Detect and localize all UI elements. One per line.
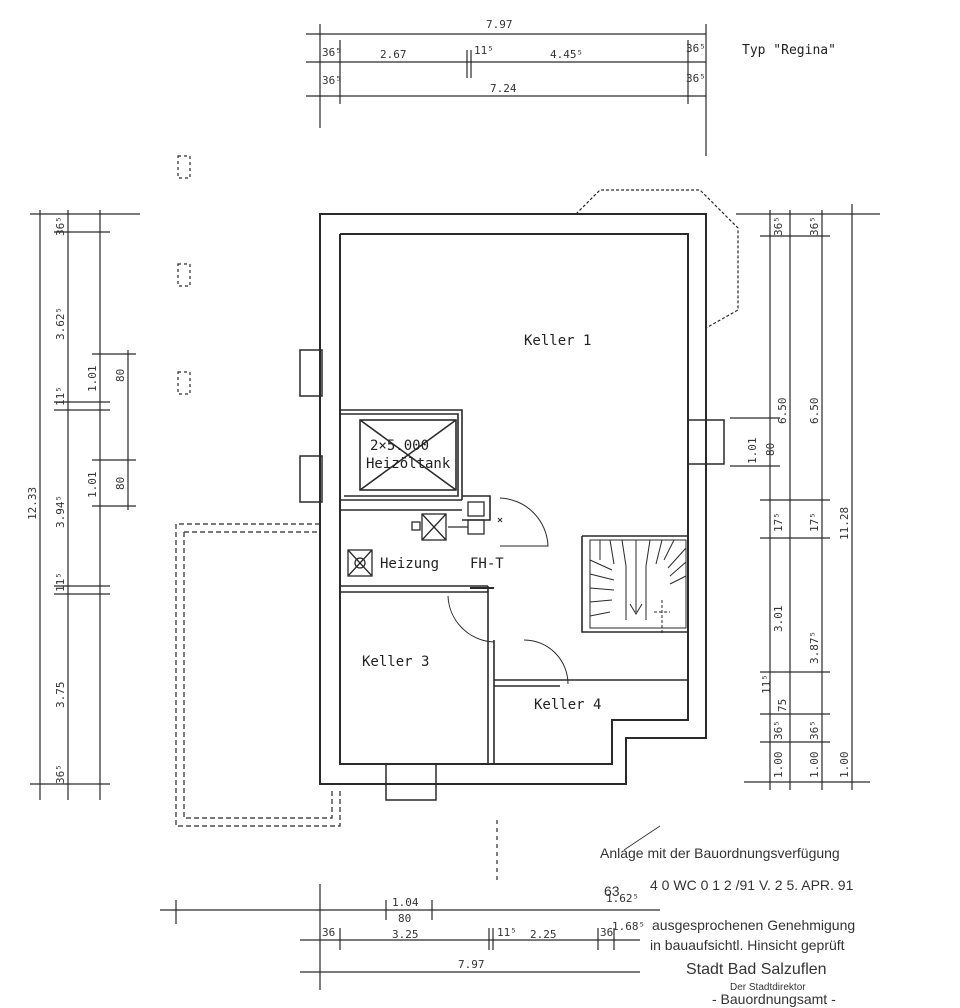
stamp-number: 63: [604, 883, 620, 899]
dim-right-w4b: 36⁵: [808, 720, 821, 740]
dim-bottom-inner-wall: 11⁵: [497, 926, 517, 939]
dim-right-w2b: 17⁵: [808, 512, 821, 532]
dim-bottom-left-span: 3.25: [392, 928, 419, 941]
dim-left-w1: 36⁵: [54, 216, 67, 236]
stamp-office: - Bauordnungsamt -: [712, 991, 836, 1007]
dim-bottom-wall-mid: 36: [600, 926, 613, 939]
dim-right-w3b: 75: [776, 699, 789, 712]
dim-right-mid: 6.50: [776, 398, 789, 425]
room-heizung: Heizung: [380, 556, 439, 572]
dim-left-win2-a: 1.01: [86, 472, 99, 499]
dim-right-w1: 36⁵: [772, 216, 785, 236]
outer-walls: [319, 213, 707, 785]
dim-right-overall: 11.28: [838, 507, 851, 540]
dim-left-s2: 3.94⁵: [54, 495, 67, 528]
dim-left-w4: 36⁵: [54, 764, 67, 784]
dim-bottom-right-small: 1.62⁵: [606, 892, 639, 905]
dim-bottom-mid-span: 2.25: [530, 928, 557, 941]
room-fht: FH-T: [470, 556, 504, 572]
dim-right-win-b: 80: [764, 443, 777, 456]
stamp-line-3: ausgesprochenen Genehmigung: [652, 917, 855, 933]
dim-right-w4: 36⁵: [772, 720, 785, 740]
bottom-dimensions: [160, 820, 660, 990]
dim-right-s2b: 3.87⁵: [808, 631, 821, 664]
dim-left-w3: 11⁵: [54, 572, 67, 592]
dim-right-e3: 1.00: [838, 752, 851, 779]
dim-bottom-win-a: 1.04: [392, 896, 419, 909]
dim-right-w1b: 36⁵: [808, 216, 821, 236]
dim-top-inner: 7.24: [490, 82, 517, 95]
plan-title: Typ "Regina": [742, 43, 836, 58]
dim-left-s1: 3.62⁵: [54, 307, 67, 340]
stamp-director: Der Stadtdirektor: [730, 982, 806, 993]
top-dimensions: [306, 24, 707, 156]
stamp-city: Stadt Bad Salzuflen: [686, 961, 827, 978]
heater-icon: [347, 549, 373, 577]
tank-capacity: 2×5.000: [370, 438, 429, 454]
room-keller-4: Keller 4: [534, 697, 601, 713]
dim-top-wall-left: 36⁵: [322, 46, 342, 59]
doors: [447, 497, 569, 685]
dim-top-inner-wall: 11⁵: [474, 44, 494, 57]
dim-bottom-win-b: 80: [398, 912, 411, 925]
stamp-line-4: in bauaufsichtl. Hinsicht geprüft: [650, 937, 845, 953]
dim-left-win1-a: 1.01: [86, 366, 99, 393]
staircase: [589, 539, 687, 634]
dim-top-wall-right-2: 36⁵: [686, 72, 706, 85]
left-dimensions: [30, 210, 140, 800]
dim-right-w2: 17⁵: [772, 512, 785, 532]
dashed-markers: [177, 155, 191, 395]
room-keller-1: Keller 1: [524, 333, 591, 349]
dim-bottom-overall: 7.97: [458, 958, 485, 971]
windows: [299, 349, 725, 801]
dim-right-e2: 1.00: [808, 752, 821, 779]
tank-label: Heizöltank: [366, 456, 451, 472]
dim-bottom-right-span: 1.68⁵: [612, 920, 645, 933]
dim-top-overall: 7.97: [486, 18, 513, 31]
dim-right-e1: 1.00: [772, 752, 785, 779]
dim-top-wall-left-2: 36⁵: [322, 74, 342, 87]
boiler-icon: [411, 501, 485, 541]
dashed-bay: [575, 189, 739, 329]
stamp-code: 4 0 WC 0 1 2 /91 V. 2 5. APR. 91: [650, 877, 854, 893]
oil-tank: [359, 419, 457, 491]
dim-left-w2: 11⁵: [54, 386, 67, 406]
dim-right-inner: 6.50: [808, 398, 821, 425]
interior-walls: [340, 409, 688, 764]
dim-left-s3: 3.75: [54, 682, 67, 709]
dim-left-win1-b: 80: [114, 369, 127, 382]
dim-top-wall-right: 36⁵: [686, 42, 706, 55]
right-dimensions: [730, 204, 880, 790]
dim-right-win-a: 1.01: [746, 438, 759, 465]
dim-right-w3: 11⁵: [760, 674, 773, 694]
dim-bottom-wall-left: 36: [322, 926, 335, 939]
dim-left-overall: 12.33: [26, 487, 39, 520]
dim-right-s2: 3.01: [772, 606, 785, 633]
approval-stamp: Anlage mit der Bauordnungsverfügung 63 4…: [600, 845, 855, 1007]
dashed-terrace: [175, 523, 341, 827]
stamp-line-1: Anlage mit der Bauordnungsverfügung: [600, 845, 840, 861]
dim-top-left-span: 2.67: [380, 48, 407, 61]
dim-left-win2-b: 80: [114, 477, 127, 490]
room-keller-3: Keller 3: [362, 654, 429, 670]
dim-top-right-span: 4.45⁵: [550, 48, 583, 61]
